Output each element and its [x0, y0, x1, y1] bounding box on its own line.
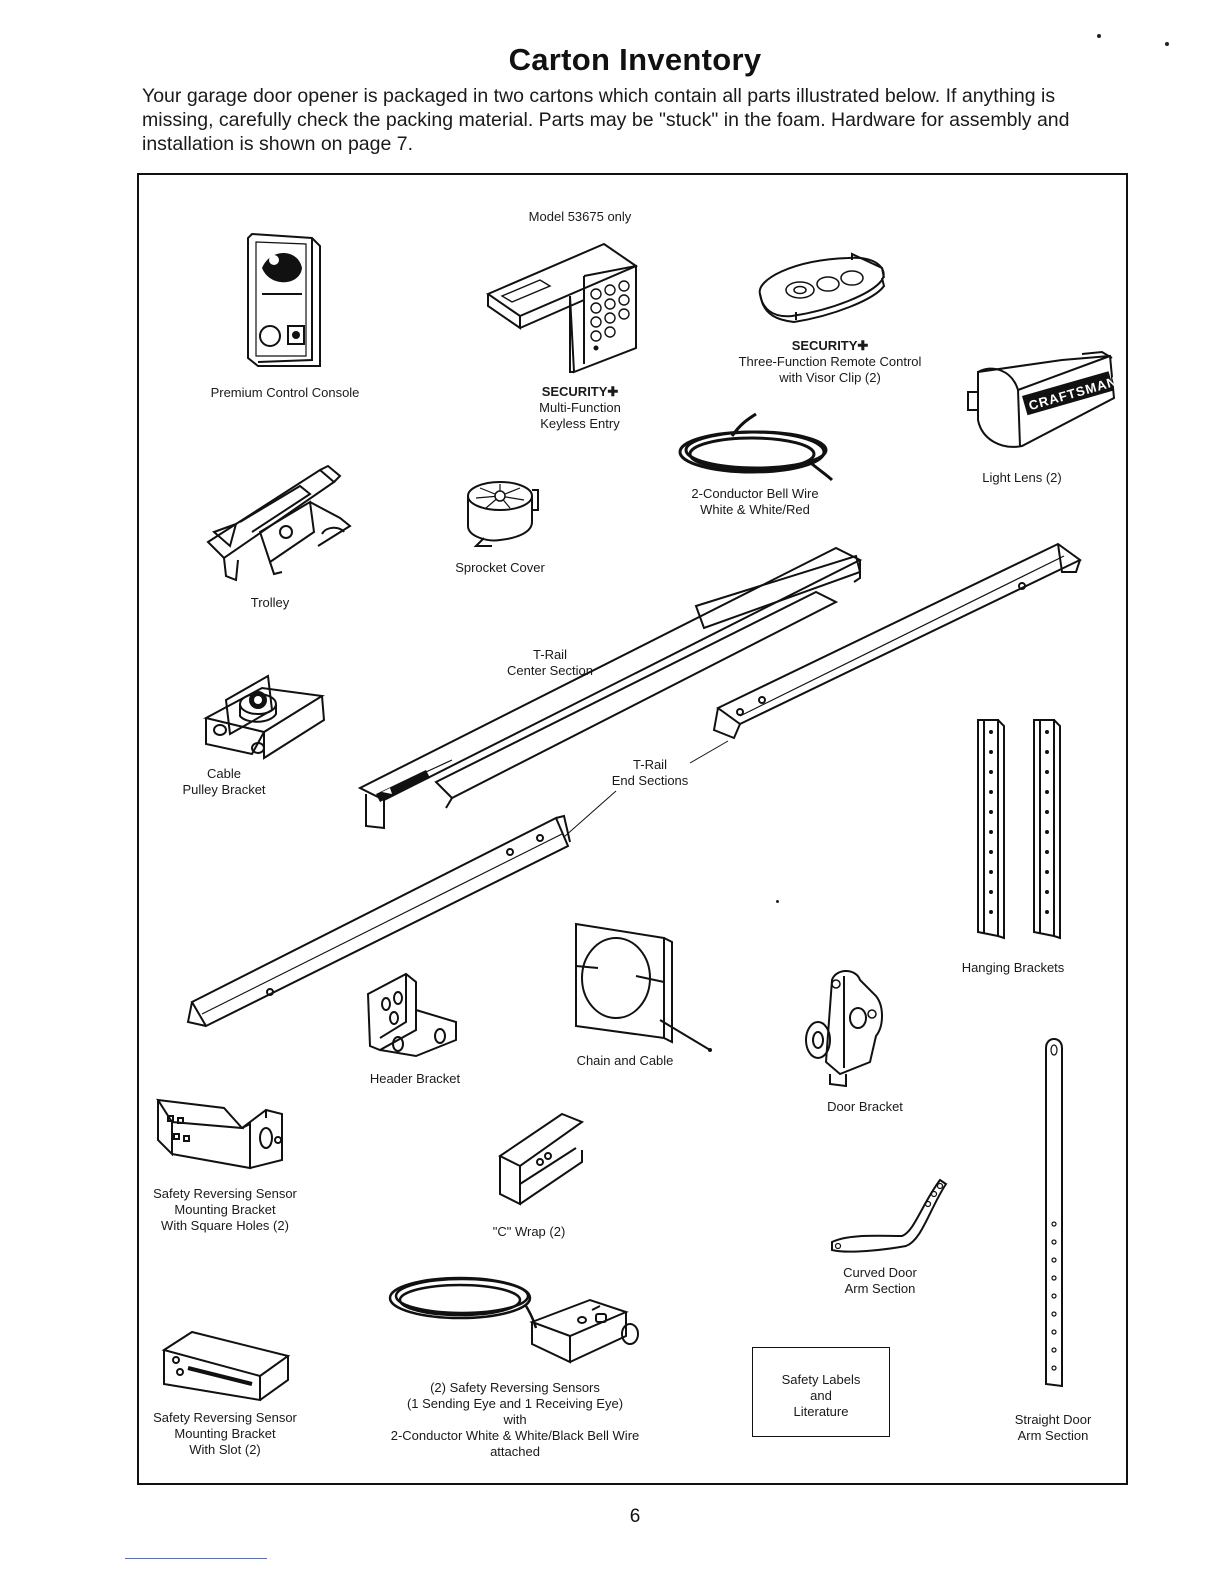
inventory-frame: [137, 173, 1128, 1485]
sensor-bracket-slot-illustration: [160, 1328, 292, 1402]
safety-labels-box: [752, 1347, 890, 1437]
scan-speck: [1165, 42, 1169, 46]
keyless-entry-illustration: [484, 236, 644, 381]
label-control-console: Premium Control Console: [210, 385, 360, 400]
hanging-brackets-illustration: [970, 712, 1070, 944]
label-light-lens: Light Lens (2): [982, 470, 1062, 485]
straight-arm-illustration: [1040, 1034, 1070, 1396]
trail-center-illustration: [356, 542, 866, 830]
label-chain-cable: Chain and Cable: [576, 1053, 674, 1068]
door-bracket-illustration: [800, 966, 890, 1090]
remote-control-illustration: [752, 250, 892, 330]
label-trolley: Trolley: [250, 595, 290, 610]
trail-end-lower-illustration: [184, 812, 574, 1032]
safety-sensors-illustration: [386, 1272, 642, 1372]
sprocket-cover-illustration: [462, 476, 542, 551]
chain-cable-illustration: [570, 916, 712, 1052]
label-c-wrap: "C" Wrap (2): [492, 1224, 566, 1239]
label-sensor-bracket-square: Safety Reversing Sensor Mounting Bracket…: [153, 1186, 297, 1233]
label-trail-end: T-Rail End Sections: [611, 757, 689, 788]
bell-wire-illustration: [672, 412, 842, 484]
scan-speck: [1097, 34, 1101, 38]
label-header-bracket: Header Bracket: [369, 1071, 461, 1086]
light-lens-illustration: CRAFTSMAN: [962, 350, 1119, 460]
label-safety-sensors: (2) Safety Reversing Sensors (1 Sending …: [390, 1380, 640, 1459]
label-bell-wire: 2-Conductor Bell Wire White & White/Red: [691, 486, 819, 517]
intro-paragraph: Your garage door opener is packaged in t…: [142, 85, 1070, 155]
sensor-bracket-square-illustration: [154, 1094, 290, 1172]
label-hanging-brackets: Hanging Brackets: [961, 960, 1065, 975]
label-model-note: Model 53675 only: [528, 209, 632, 224]
page-title: Carton Inventory: [508, 42, 762, 77]
label-safety-labels: Safety Labels and Literature: [781, 1372, 861, 1419]
label-remote-control: SECURITY✚ Three-Function Remote Control …: [738, 338, 922, 385]
control-console-illustration: [240, 228, 330, 373]
trail-end-right-illustration: [710, 540, 1086, 740]
footer-rule: [125, 1558, 267, 1559]
label-curved-arm: Curved Door Arm Section: [843, 1265, 917, 1296]
page-number: 6: [629, 1506, 641, 1527]
label-door-bracket: Door Bracket: [827, 1099, 903, 1114]
header-bracket-illustration: [360, 970, 464, 1062]
c-wrap-illustration: [494, 1110, 590, 1208]
label-straight-arm: Straight Door Arm Section: [1014, 1412, 1092, 1443]
leader-lines: [560, 725, 730, 840]
label-keyless-entry: SECURITY✚ Multi-Function Keyless Entry: [539, 384, 621, 431]
trolley-illustration: [200, 462, 366, 584]
curved-arm-illustration: [828, 1174, 952, 1256]
label-sensor-bracket-slot: Safety Reversing Sensor Mounting Bracket…: [153, 1410, 297, 1457]
label-cable-pulley: Cable Pulley Bracket: [182, 766, 266, 797]
scan-speck: [776, 900, 779, 903]
label-trail-center: T-Rail Center Section: [507, 647, 593, 678]
cable-pulley-bracket-illustration: [202, 660, 328, 760]
label-sprocket-cover: Sprocket Cover: [455, 560, 545, 575]
